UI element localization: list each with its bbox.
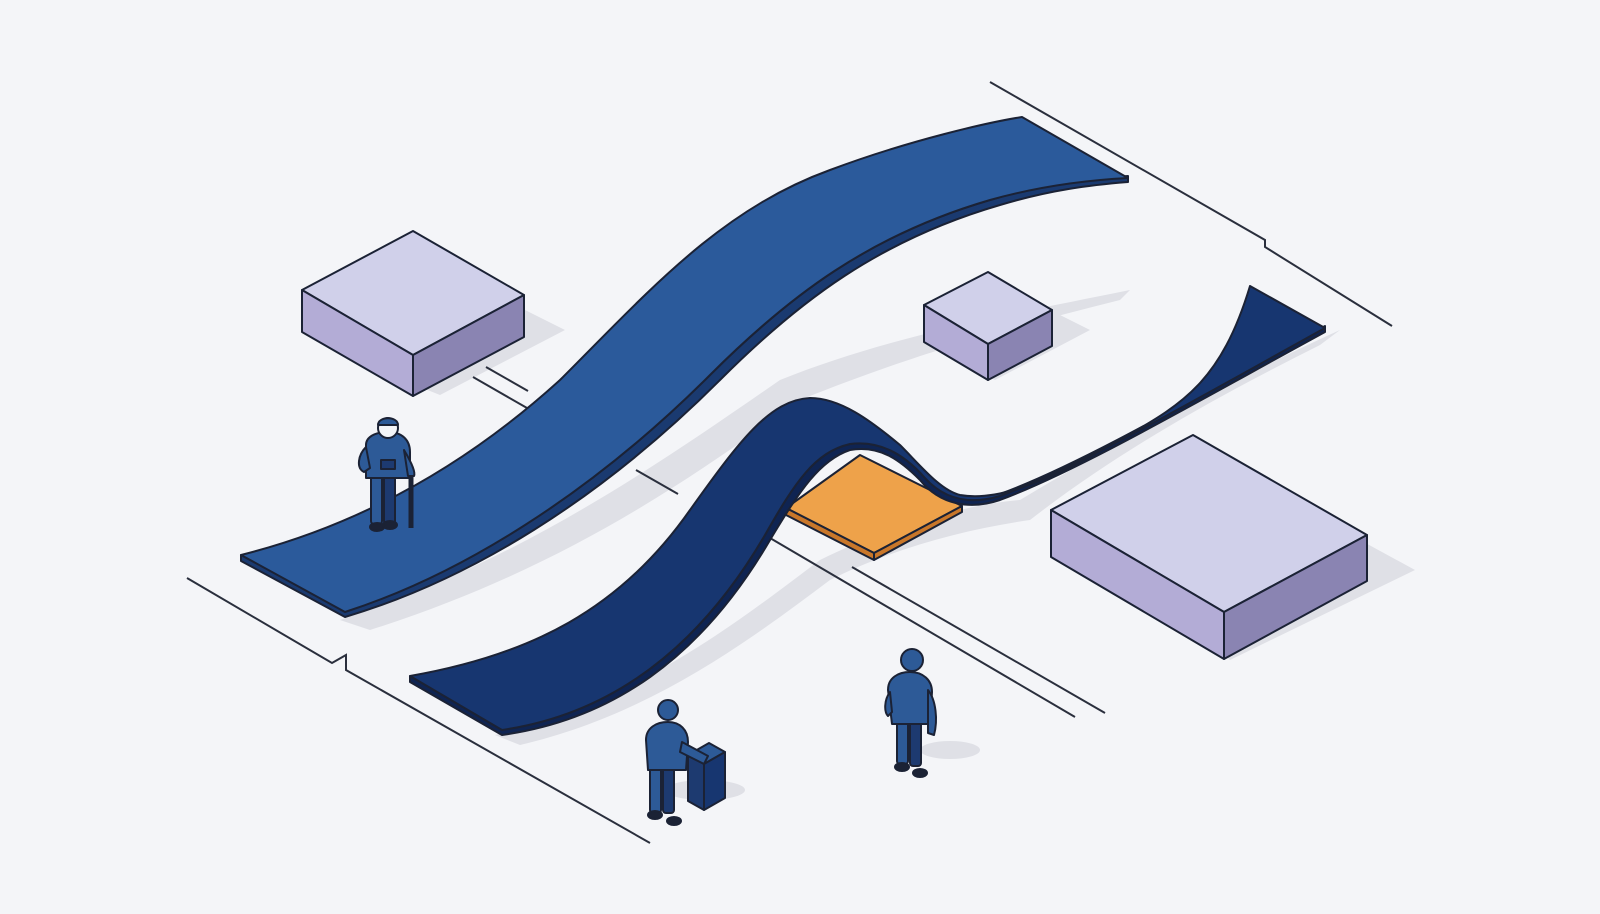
line-center-2 [769,537,1076,718]
annotation-lines [186,81,1393,844]
person-with-cane [358,417,416,532]
line-center-3 [851,566,1106,714]
line-left-short-1 [485,366,529,392]
line-bottom-left [186,577,651,844]
orange-pad [785,454,963,561]
lower-ribbon [409,285,1326,736]
person-standing [884,648,937,778]
person-with-box [645,699,726,826]
lower-ribbon-top [409,285,1326,731]
line-left-short-2 [472,376,528,409]
line-top-right [989,81,1393,327]
line-center-1 [635,469,679,495]
block-middle [923,271,1053,381]
block-top-left [301,230,525,397]
upper-ribbon [240,116,1129,618]
block-right [1050,434,1368,660]
upper-ribbon-top [240,116,1129,613]
